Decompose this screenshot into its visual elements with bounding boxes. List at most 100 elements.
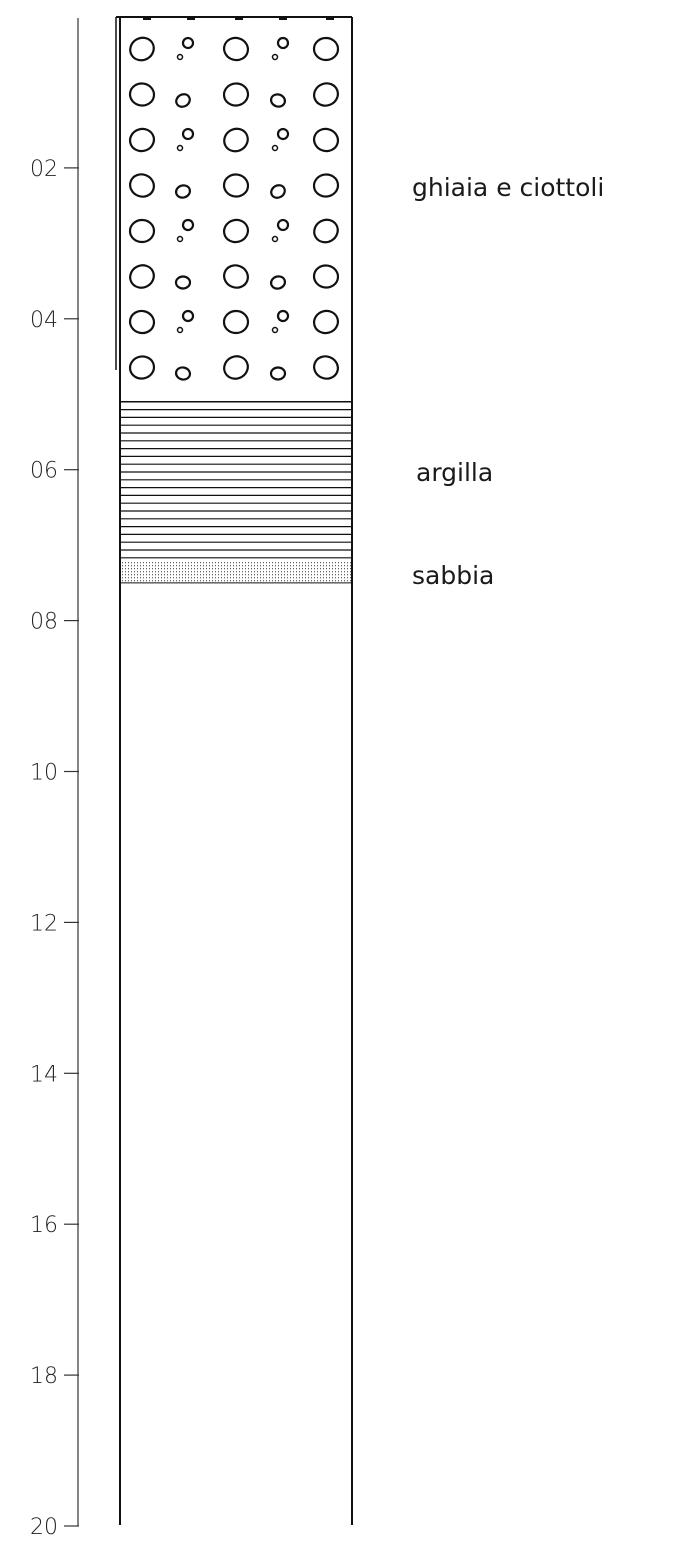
- sand-dot: [122, 574, 123, 576]
- sand-dot: [317, 574, 318, 576]
- sand-dot: [194, 568, 195, 570]
- sand-dot: [191, 568, 192, 570]
- sand-dot: [140, 562, 141, 564]
- sand-dot: [146, 580, 147, 582]
- sand-dot: [290, 577, 291, 579]
- pebble: [312, 36, 340, 62]
- sand-dot: [299, 568, 300, 570]
- sand-dot: [311, 568, 312, 570]
- sand-dot: [137, 577, 138, 579]
- sand-dot: [188, 565, 189, 567]
- pebble: [270, 184, 286, 199]
- sand-dot: [221, 574, 222, 576]
- sand-dot: [305, 565, 306, 567]
- sand-dot: [287, 580, 288, 582]
- sand-dot: [329, 565, 330, 567]
- sand-dot: [233, 568, 234, 570]
- sand-dot: [134, 574, 135, 576]
- pebble: [222, 309, 250, 335]
- sand-dot: [134, 577, 135, 579]
- sand-dot: [344, 562, 345, 564]
- sand-dot: [179, 574, 180, 576]
- sand-dot: [323, 565, 324, 567]
- sand-dot: [176, 574, 177, 576]
- sand-dot: [341, 562, 342, 564]
- sand-dot: [266, 580, 267, 582]
- sand-dot: [224, 568, 225, 570]
- sand-dot: [269, 568, 270, 570]
- sand-dot: [233, 580, 234, 582]
- sand-dot: [296, 580, 297, 582]
- sand-dot: [239, 574, 240, 576]
- sand-dot: [173, 568, 174, 570]
- sand-dot: [167, 580, 168, 582]
- sand-dot: [293, 568, 294, 570]
- sand-dot: [272, 568, 273, 570]
- sand-dot: [209, 571, 210, 573]
- sand-dot: [140, 571, 141, 573]
- sand-dot: [317, 568, 318, 570]
- sand-dot: [215, 562, 216, 564]
- sand-dot: [131, 577, 132, 579]
- pebble: [312, 264, 340, 289]
- pebble: [181, 218, 195, 232]
- sand-dot: [293, 562, 294, 564]
- sand-dot: [305, 568, 306, 570]
- sand-dot: [290, 568, 291, 570]
- pebble: [181, 36, 195, 50]
- sand-dot: [176, 562, 177, 564]
- sand-dot: [329, 562, 330, 564]
- sand-dot: [167, 568, 168, 570]
- sand-dot: [221, 580, 222, 582]
- sand-dot: [179, 565, 180, 567]
- sand-dot: [149, 562, 150, 564]
- sand-dot: [206, 562, 207, 564]
- sand-dot: [290, 574, 291, 576]
- sand-dot: [260, 580, 261, 582]
- pebble: [223, 355, 249, 380]
- sand-dot: [344, 577, 345, 579]
- sand-dot: [344, 565, 345, 567]
- sand-dot: [299, 577, 300, 579]
- pebble: [269, 366, 287, 381]
- sand-dot: [122, 565, 123, 567]
- sand-dot: [224, 571, 225, 573]
- sand-dot: [182, 580, 183, 582]
- sand-dot: [203, 580, 204, 582]
- sand-dot: [194, 562, 195, 564]
- sand-dot: [260, 577, 261, 579]
- sand-dot: [152, 571, 153, 573]
- sand-dot: [350, 577, 351, 579]
- sand-dot: [149, 565, 150, 567]
- sand-dot: [335, 568, 336, 570]
- sand-dot: [230, 580, 231, 582]
- sand-dot: [218, 571, 219, 573]
- sand-dot: [227, 574, 228, 576]
- pebble: [276, 218, 290, 232]
- pebble: [128, 309, 156, 335]
- sand-dot: [200, 577, 201, 579]
- sand-dot: [230, 577, 231, 579]
- sand-dot: [167, 574, 168, 576]
- depth-tick-label: 10: [30, 761, 58, 786]
- sand-dot: [200, 565, 201, 567]
- sand-dot: [323, 574, 324, 576]
- sand-dot: [185, 577, 186, 579]
- sand-dot: [293, 571, 294, 573]
- sand-dot: [200, 574, 201, 576]
- pebble: [129, 264, 155, 289]
- sand-dot: [314, 577, 315, 579]
- sand-dot: [329, 571, 330, 573]
- sand-dot: [326, 562, 327, 564]
- sand-dot: [272, 571, 273, 573]
- depth-tick-label: 02: [30, 157, 58, 182]
- sand-dot: [275, 568, 276, 570]
- pebble: [312, 127, 340, 153]
- pebble: [174, 275, 192, 290]
- sand-dot: [146, 562, 147, 564]
- sand-dot: [347, 571, 348, 573]
- sand-dot: [188, 562, 189, 564]
- sand-dot: [311, 562, 312, 564]
- sand-dot: [326, 571, 327, 573]
